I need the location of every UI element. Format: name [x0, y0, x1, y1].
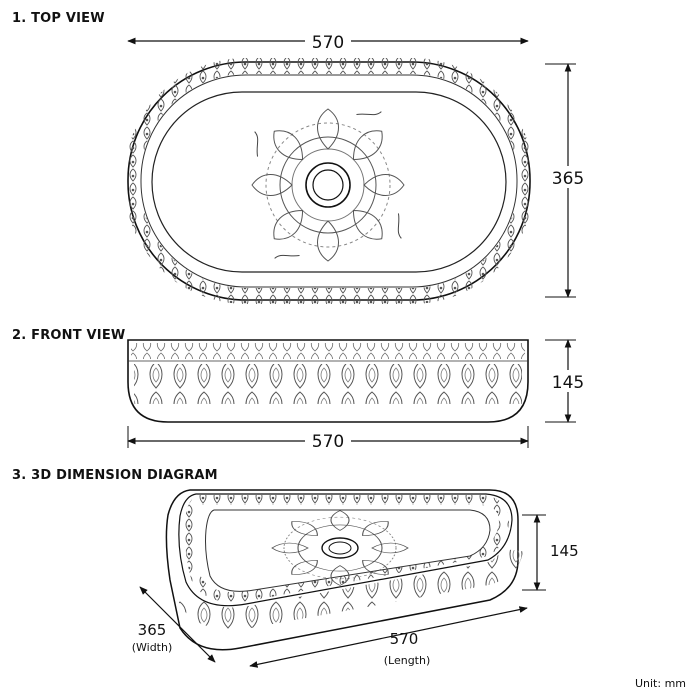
front-view-upper-band	[131, 343, 525, 359]
iso-length-dimension-line	[249, 606, 528, 668]
iso-length-label: 570	[390, 630, 419, 648]
unit-note: Unit: mm	[634, 677, 686, 690]
iso-width-label: 365	[138, 621, 167, 639]
iso-view: 145 365 (Width) 570 (Length)	[132, 489, 579, 668]
top-view: 570 365	[124, 30, 590, 304]
front-view: 145 570	[127, 339, 590, 452]
iso-mandala	[271, 510, 409, 586]
iso-height-label: 145	[550, 542, 579, 560]
top-view-title: 1. TOP VIEW	[12, 11, 105, 26]
iso-width-dimension-line	[139, 586, 216, 663]
front-view-lower-band	[134, 364, 522, 404]
iso-width-caption: (Width)	[132, 641, 173, 654]
iso-length-caption: (Length)	[384, 654, 431, 667]
3d-diagram-title: 3. 3D DIMENSION DIAGRAM	[12, 468, 218, 483]
top-view-mandala	[251, 108, 405, 262]
top-length-label: 570	[312, 33, 344, 53]
top-width-label: 365	[552, 169, 584, 189]
top-view-pattern-band	[124, 58, 534, 304]
front-height-label: 145	[552, 373, 584, 393]
front-length-label: 570	[312, 432, 344, 452]
front-view-title: 2. FRONT VIEW	[12, 328, 126, 343]
top-length-label-bg	[305, 30, 351, 52]
